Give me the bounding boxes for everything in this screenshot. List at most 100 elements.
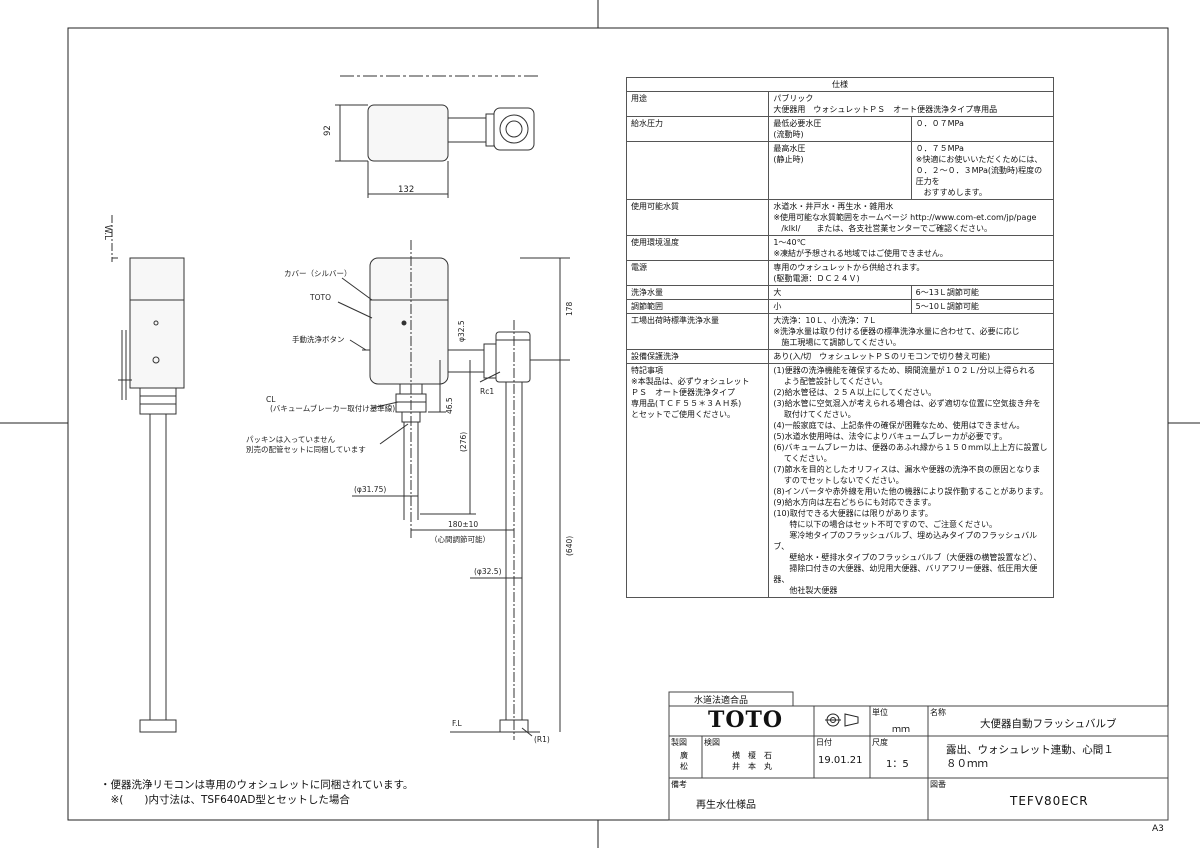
spec-special-items: (1)便器の洗浄機能を確保するため、瞬間流量が１０２Ｌ/分以上得られる よう配管… — [768, 363, 1054, 598]
spec-key: 給水圧力 — [625, 116, 770, 142]
dim-phi-325-bottom: (φ32.5) — [474, 567, 502, 576]
dim-276: (276) — [459, 432, 468, 452]
vacuum-mark: CL — [266, 395, 276, 404]
note-line-2: ※( )内寸法は、TSF640AD型とセットした場合 — [100, 794, 350, 806]
scale-value: 1：5 — [886, 759, 909, 770]
spec-subkey: 大 — [768, 285, 912, 300]
spec-row: 給水圧力最低必要水圧 (流動時)０．０７MPa — [625, 116, 1055, 142]
spec-row: 使用可能水質水道水・井戸水・再生水・雑用水 ※使用可能な水質範囲をホームページ … — [625, 199, 1054, 236]
front-view — [337, 240, 570, 740]
spec-table: 仕様 用途パブリック 大便器用 ウォシュレットＰＳ オート便器洗浄タイプ専用品給… — [625, 77, 1055, 598]
spec-value: 6～13Ｌ調節可能 — [910, 285, 1055, 300]
dim-178: 178 — [565, 301, 574, 316]
drawn-label: 製図 — [671, 738, 687, 747]
drawing-no-value: TEFV80ECR — [1010, 794, 1089, 808]
bottom-notes: ・便器洗浄リモコンは専用のウォシュレットに同梱されています。 ※( )内寸法は、… — [100, 778, 413, 808]
checked-label: 検図 — [704, 738, 720, 747]
spec-row: 最高水圧 (静止時)０．７５MPa ※快適にお使いいただくためには、０．２～０．… — [625, 141, 1055, 200]
spec-title: 仕様 — [626, 77, 1054, 92]
spec-subkey: 最高水圧 (静止時) — [768, 141, 912, 200]
spec-value: 大洗浄：10Ｌ、小洗浄：7Ｌ ※洗浄水量は取り付ける便器の標準洗浄水量に合わせて… — [768, 313, 1054, 350]
top-view — [335, 75, 540, 198]
dim-640: (640) — [565, 536, 574, 556]
date-label: 日付 — [816, 738, 832, 747]
dim-92: 92 — [323, 125, 333, 136]
spec-subkey: 最低必要水圧 (流動時) — [768, 116, 912, 142]
wl-label: W.L — [102, 225, 112, 240]
spec-special-item: (4)一般家庭では、上記条件の確保が困難なため、使用はできません。 — [773, 421, 1025, 430]
spec-special-item: (10)取付できる大便器には限りがあります。 特に以下の場合はセット不可ですので… — [773, 509, 1042, 595]
spec-key: 設備保護洗浄 — [625, 349, 770, 364]
cover-label: カバー（シルバー） — [284, 269, 352, 278]
remarks-label: 備考 — [671, 780, 687, 789]
dim-132: 132 — [398, 185, 414, 195]
spec-value: 専用のウォシュレットから供給されます。 (駆動電源：ＤＣ２４Ｖ) — [768, 260, 1054, 286]
company-logo: TOTO — [708, 707, 784, 733]
spec-special-item: (2)給水管径は、２５Ａ以上にしてください。 — [773, 388, 937, 397]
spec-key: 使用可能水質 — [625, 199, 770, 236]
spec-special-item: (1)便器の洗浄機能を確保するため、瞬間流量が１０２Ｌ/分以上得られる よう配管… — [773, 366, 1036, 386]
spec-key — [625, 141, 770, 200]
date-value: 19.01.21 — [818, 755, 863, 766]
packing-note-1: パッキンは入っていません — [246, 435, 336, 444]
spec-value: ０．７５MPa ※快適にお使いいただくためには、０．２～０．３MPa(流動時)程… — [910, 141, 1055, 200]
unit-value: ｍｍ — [892, 725, 911, 735]
spec-key: 使用環境温度 — [625, 235, 770, 261]
spec-key: 工場出荷時標準洗浄水量 — [625, 313, 770, 350]
r1-label: (R1) — [534, 735, 550, 744]
spec-key: 洗浄水量 — [625, 285, 770, 300]
spec-special-left: 特記事項 ※本製品は、必ずウォシュレット ＰＳ オート便器洗浄タイプ 専用品(ＴＣ… — [625, 363, 770, 598]
brand-label: TOTO — [309, 293, 331, 302]
spec-value: ０．０７MPa — [910, 116, 1055, 142]
spec-subkey: 小 — [768, 299, 912, 314]
spec-special-item: (7)節水を目的としたオリフィスは、漏水や便器の洗浄不良の原因となりま すのでセ… — [773, 465, 1041, 485]
spec-row: 用途パブリック 大便器用 ウォシュレットＰＳ オート便器洗浄タイプ専用品 — [625, 91, 1054, 117]
title-block-frame — [668, 691, 1169, 821]
checked-by: 横 榎 石 井 本 丸 — [732, 751, 772, 771]
dim-46-5: 46.5 — [445, 397, 454, 414]
dim-180: 180±10 — [448, 520, 478, 529]
sheet-size: A3 — [1152, 824, 1164, 834]
scale-label: 尺度 — [872, 738, 888, 747]
dim-180-note: （心間調節可能） — [430, 534, 490, 544]
manual-button-label: 手動洗浄ボタン — [292, 334, 345, 344]
side-view — [112, 257, 185, 733]
remarks-value: 再生水仕様品 — [696, 800, 756, 811]
packing-note-2: 別売の配管セットに同梱しています — [246, 444, 366, 454]
note-line-1: ・便器洗浄リモコンは専用のウォシュレットに同梱されています。 — [100, 779, 414, 791]
spec-row: 設備保護洗浄あり(入/切 ウォシュレットＰＳのリモコンで切り替え可能) — [625, 349, 1054, 364]
spec-value: 1～40℃ ※凍結が予想される地域ではご使用できません。 — [768, 235, 1054, 261]
spec-special-item: (6)バキュームブレーカは、便器のあふれ縁から１５０mm以上上方に設置し てくだ… — [773, 443, 1048, 463]
spec-row: 電源専用のウォシュレットから供給されます。 (駆動電源：ＤＣ２４Ｖ) — [625, 260, 1054, 286]
name-value: 大便器自動フラッシュバルブ — [980, 718, 1117, 730]
spec-special-item: (3)給水管に空気混入が考えられる場合は、必ず適切な位置に空気抜き弁を 取付けて… — [773, 399, 1041, 419]
spec-special-item: (9)給水方向は左右どちらにも対応できます。 — [773, 498, 936, 507]
spec-row: 工場出荷時標準洗浄水量大洗浄：10Ｌ、小洗浄：7Ｌ ※洗浄水量は取り付ける便器の… — [625, 313, 1054, 350]
dim-phi-3175: (φ31.75) — [354, 485, 386, 494]
spec-special-note: ※本製品は、必ずウォシュレット ＰＳ オート便器洗浄タイプ 専用品(ＴＣＦ５５＊… — [631, 377, 750, 419]
fl-label: F.L — [452, 719, 462, 728]
unit-label: 単位 — [872, 708, 888, 717]
drawn-by: 廣 松 — [680, 751, 688, 771]
spec-special-item: (8)インバータや赤外線を用いた他の機器により誤作動することがあります。 — [773, 487, 1048, 496]
spec-key: 電源 — [625, 260, 770, 286]
spec-value: パブリック 大便器用 ウォシュレットＰＳ オート便器洗浄タイプ専用品 — [768, 91, 1054, 117]
spec-special-item: (5)水道水使用時は、法令によりバキュームブレーカが必要です。 — [773, 432, 1007, 441]
projection-symbol-icon — [825, 713, 859, 727]
description-value: 露出、ウォシュレット連動、心間１ ８０ｍｍ — [946, 744, 1114, 770]
dim-phi-325-top: φ32.5 — [457, 320, 466, 342]
spec-special-key: 特記事項 — [631, 366, 663, 375]
spec-row-special: 特記事項 ※本製品は、必ずウォシュレット ＰＳ オート便器洗浄タイプ 専用品(ＴＣ… — [625, 363, 1054, 598]
spec-value: あり(入/切 ウォシュレットＰＳのリモコンで切り替え可能) — [768, 349, 1054, 364]
spec-value: 5～10Ｌ調節可能 — [910, 299, 1055, 314]
name-label: 名称 — [930, 708, 946, 717]
rc1-label: Rc1 — [480, 387, 494, 396]
drawing-no-label: 図番 — [930, 780, 946, 789]
spec-key: 用途 — [625, 91, 770, 117]
spec-key: 調節範囲 — [625, 299, 770, 314]
